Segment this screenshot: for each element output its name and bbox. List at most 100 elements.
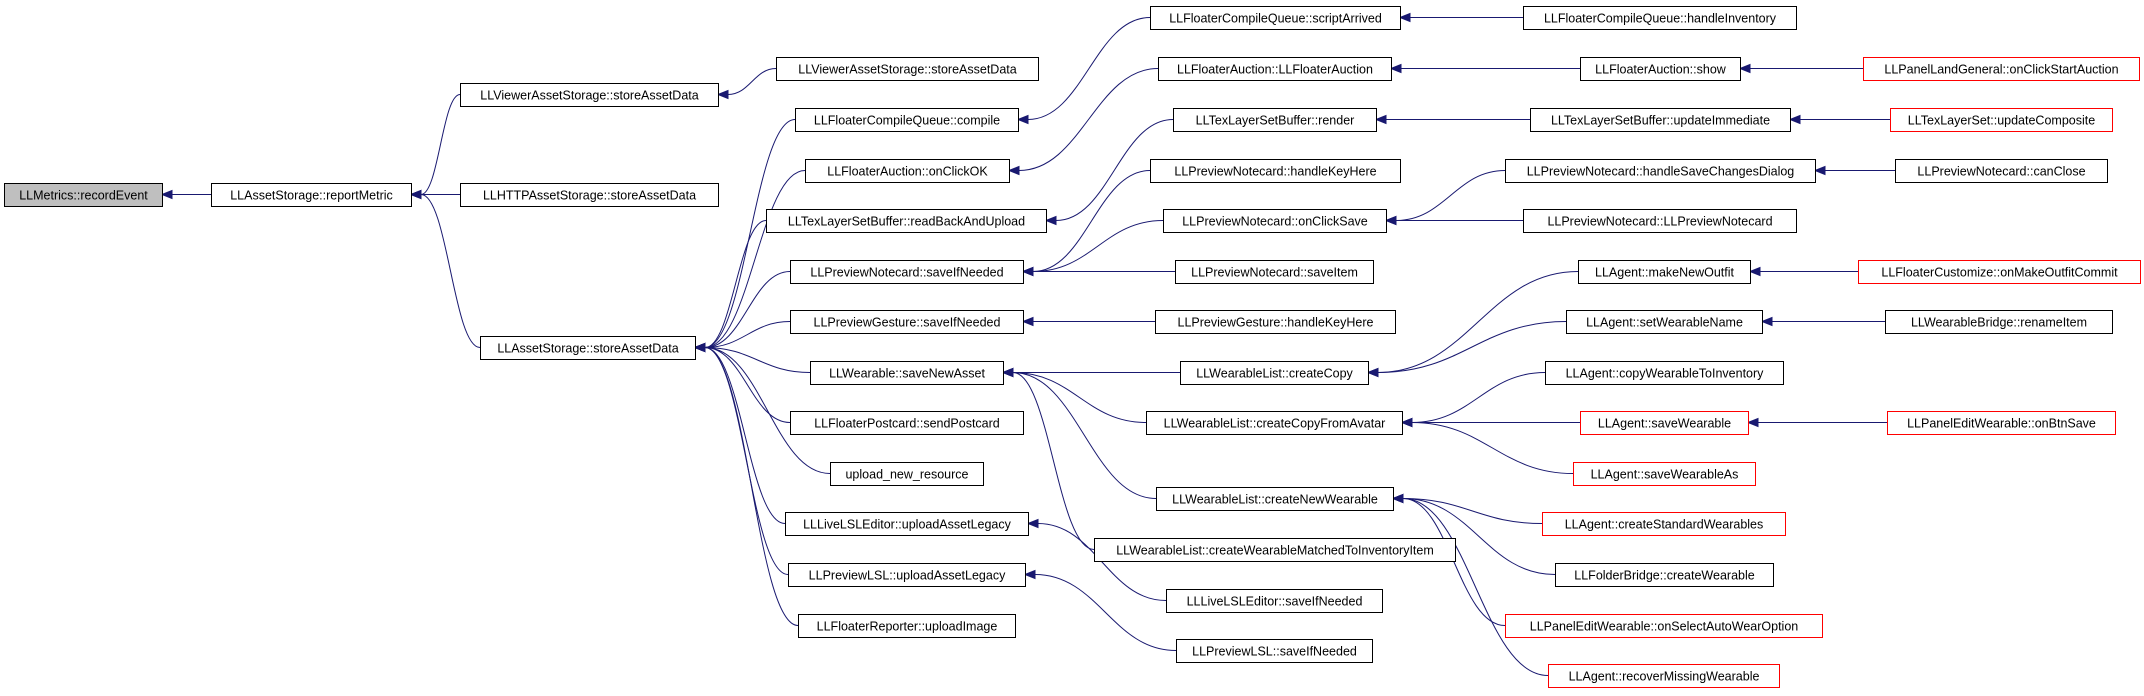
- node-llpanellandgeneral-onclickstartauction[interactable]: LLPanelLandGeneral::onClickStartAuction: [1863, 57, 2140, 81]
- node-llagent-recovermissingwearable[interactable]: LLAgent::recoverMissingWearable: [1548, 664, 1780, 688]
- node-llfloatercompilequeue-scriptarrived[interactable]: LLFloaterCompileQueue::scriptArrived: [1150, 6, 1401, 30]
- arrowhead-n37-to-n25: [1366, 367, 1379, 378]
- node-llagent-savewearableas[interactable]: LLAgent::saveWearableAs: [1573, 462, 1756, 486]
- node-llpreviewnotecard-onclicksave[interactable]: LLPreviewNotecard::onClickSave: [1163, 209, 1387, 233]
- node-box: [1094, 538, 1456, 562]
- node-box: [785, 512, 1029, 536]
- node-box: [790, 310, 1024, 334]
- node-lllivelsleditor-saveifneeded[interactable]: LLLiveLSLEditor::saveIfNeeded: [1166, 589, 1383, 613]
- node-box: [795, 108, 1019, 132]
- node-llpreviewnotecard-saveifneeded[interactable]: LLPreviewNotecard::saveIfNeeded: [790, 260, 1024, 284]
- node-label: LLAgent::makeNewOutfit: [1595, 266, 1734, 280]
- node-box: [1156, 487, 1394, 511]
- edge-n36-to-n25: [1377, 271, 1579, 373]
- node-box: [1505, 159, 1816, 183]
- node-box: [4, 183, 163, 207]
- edge-n14-to-n5: [704, 347, 831, 474]
- node-llhttpassetstorage-storeassetdata[interactable]: LLHTTPAssetStorage::storeAssetData: [460, 183, 719, 207]
- node-llpreviewlsl-saveifneeded[interactable]: LLPreviewLSL::saveIfNeeded: [1176, 639, 1373, 663]
- node-llagent-setwearablename[interactable]: LLAgent::setWearableName: [1566, 310, 1763, 334]
- arrowhead-n33-to-n20: [1374, 114, 1387, 125]
- node-llpreviewnotecard-handlekeyhere[interactable]: LLPreviewNotecard::handleKeyHere: [1150, 159, 1401, 183]
- node-llpreviewlsl-uploadassetlegacy[interactable]: LLPreviewLSL::uploadAssetLegacy: [788, 563, 1026, 587]
- node-box: [1163, 209, 1387, 233]
- node-llassetstorage-storeassetdata[interactable]: LLAssetStorage::storeAssetData: [480, 336, 696, 360]
- arrowhead-n50-to-n39: [1746, 417, 1759, 428]
- node-box: [805, 159, 1010, 183]
- node-lltexlayersetbuffer-render[interactable]: LLTexLayerSetBuffer::render: [1173, 108, 1377, 132]
- node-box: [1175, 260, 1374, 284]
- node-llagent-makenewoutfit[interactable]: LLAgent::makeNewOutfit: [1578, 260, 1751, 284]
- arrowhead-n49-to-n37: [1760, 316, 1773, 327]
- edge-n40-to-n26: [1411, 422, 1574, 474]
- node-label: LLWearableBridge::renameItem: [1911, 316, 2087, 330]
- node-label: LLFloaterAuction::onClickOK: [827, 165, 988, 179]
- arrowhead-n6-to-n3: [716, 89, 729, 100]
- node-label: LLPanelLandGeneral::onClickStartAuction: [1884, 63, 2118, 77]
- node-label: LLLiveLSLEditor::uploadAssetLegacy: [803, 518, 1012, 532]
- arrowhead-n31-to-n18: [1398, 12, 1411, 23]
- arrowhead-n47-to-n34: [1813, 165, 1826, 176]
- node-lllivelsleditor-uploadassetlegacy[interactable]: LLLiveLSLEditor::uploadAssetLegacy: [785, 512, 1029, 536]
- node-label: LLFloaterCustomize::onMakeOutfitCommit: [1881, 266, 2118, 280]
- edge-n38-to-n26: [1411, 372, 1546, 423]
- node-label: LLWearableList::createCopy: [1196, 367, 1353, 381]
- edge-n10-to-n5: [704, 271, 791, 348]
- node-llfloaterpostcard-sendpostcard[interactable]: LLFloaterPostcard::sendPostcard: [790, 411, 1024, 435]
- node-llpreviewnotecard-canclose[interactable]: LLPreviewNotecard::canClose: [1895, 159, 2108, 183]
- node-box: [460, 83, 719, 107]
- node-llfloatercustomize-onmakeoutfitcommit[interactable]: LLFloaterCustomize::onMakeOutfitCommit: [1858, 260, 2141, 284]
- node-llassetstorage-reportmetric[interactable]: LLAssetStorage::reportMetric: [211, 183, 412, 207]
- node-llviewerassetstorage-storeassetdata[interactable]: LLViewerAssetStorage::storeAssetData: [776, 57, 1039, 81]
- node-label: LLAgent::createStandardWearables: [1565, 518, 1764, 532]
- arrowhead-n48-to-n36: [1748, 266, 1761, 277]
- node-upload-new-resource[interactable]: upload_new_resource: [830, 462, 984, 486]
- arrowhead-n32-to-n19: [1389, 63, 1402, 74]
- node-label: LLAgent::saveWearableAs: [1591, 468, 1739, 482]
- node-box: [1555, 563, 1774, 587]
- node-llwearablelist-createcopyfromavatar[interactable]: LLWearableList::createCopyFromAvatar: [1146, 411, 1403, 435]
- node-llpaneleditwearable-onbtnsave[interactable]: LLPanelEditWearable::onBtnSave: [1887, 411, 2116, 435]
- node-label: LLTexLayerSetBuffer::readBackAndUpload: [788, 215, 1025, 229]
- node-llwearablelist-createcopy[interactable]: LLWearableList::createCopy: [1180, 361, 1369, 385]
- node-llpreviewgesture-handlekeyhere[interactable]: LLPreviewGesture::handleKeyHere: [1155, 310, 1396, 334]
- arrowhead-n18-to-n7: [1016, 114, 1029, 125]
- node-llfloaterreporter-uploadimage[interactable]: LLFloaterReporter::uploadImage: [798, 614, 1016, 638]
- node-llpreviewnotecard-saveitem[interactable]: LLPreviewNotecard::saveItem: [1175, 260, 1374, 284]
- node-llmetrics-recordevent[interactable]: LLMetrics::recordEvent: [4, 183, 163, 207]
- edge-n6-to-n3: [727, 68, 777, 95]
- node-llpaneleditwearable-onselectautowearoption[interactable]: LLPanelEditWearable::onSelectAutoWearOpt…: [1505, 614, 1823, 638]
- node-box: [1545, 361, 1784, 385]
- arrowhead-n20-to-n9: [1044, 215, 1057, 226]
- node-llfloaterauction-show[interactable]: LLFloaterAuction::show: [1580, 57, 1741, 81]
- edge-n30-to-n16: [1034, 574, 1177, 651]
- node-llpreviewnotecard-llpreviewnotecard[interactable]: LLPreviewNotecard::LLPreviewNotecard: [1523, 209, 1797, 233]
- node-llfloaterauction-onclickok[interactable]: LLFloaterAuction::onClickOK: [805, 159, 1010, 183]
- node-llagent-createstandardwearables[interactable]: LLAgent::createStandardWearables: [1542, 512, 1786, 536]
- node-llfolderbridge-createwearable[interactable]: LLFolderBridge::createWearable: [1555, 563, 1774, 587]
- node-llfloatercompilequeue-compile[interactable]: LLFloaterCompileQueue::compile: [795, 108, 1019, 132]
- node-llviewerassetstorage-storeassetdata[interactable]: LLViewerAssetStorage::storeAssetData: [460, 83, 719, 107]
- node-label: LLFloaterAuction::LLFloaterAuction: [1177, 63, 1373, 77]
- node-llagent-savewearable[interactable]: LLAgent::saveWearable: [1580, 411, 1749, 435]
- node-label: LLAgent::recoverMissingWearable: [1569, 670, 1760, 684]
- edge-n12-to-n5: [704, 347, 811, 373]
- node-llwearablebridge-renameitem[interactable]: LLWearableBridge::renameItem: [1885, 310, 2113, 334]
- node-lltexlayersetbuffer-readbackandupload[interactable]: LLTexLayerSetBuffer::readBackAndUpload: [766, 209, 1047, 233]
- node-llwearable-savenewasset[interactable]: LLWearable::saveNewAsset: [810, 361, 1004, 385]
- node-lltexlayersetbuffer-updateimmediate[interactable]: LLTexLayerSetBuffer::updateImmediate: [1530, 108, 1791, 132]
- node-label: LLPreviewGesture::saveIfNeeded: [814, 316, 1001, 330]
- node-box: [1166, 589, 1383, 613]
- node-box: [1523, 209, 1797, 233]
- node-lltexlayerset-updatecomposite[interactable]: LLTexLayerSet::updateComposite: [1890, 108, 2113, 132]
- arrowhead-n28-to-n12: [1001, 367, 1014, 378]
- node-llagent-copywearabletoinventory[interactable]: LLAgent::copyWearableToInventory: [1545, 361, 1784, 385]
- node-llwearablelist-createnewwearable[interactable]: LLWearableList::createNewWearable: [1156, 487, 1394, 511]
- node-llwearablelist-createwearablematchedtoinventoryitem[interactable]: LLWearableList::createWearableMatchedToI…: [1094, 538, 1456, 562]
- node-box: [1895, 159, 2108, 183]
- node-llfloaterauction-llfloaterauction[interactable]: LLFloaterAuction::LLFloaterAuction: [1158, 57, 1392, 81]
- node-llpreviewgesture-saveifneeded[interactable]: LLPreviewGesture::saveIfNeeded: [790, 310, 1024, 334]
- node-llpreviewnotecard-handlesavechangesdialog[interactable]: LLPreviewNotecard::handleSaveChangesDial…: [1505, 159, 1816, 183]
- node-box: [1523, 6, 1797, 30]
- node-llfloatercompilequeue-handleinventory[interactable]: LLFloaterCompileQueue::handleInventory: [1523, 6, 1797, 30]
